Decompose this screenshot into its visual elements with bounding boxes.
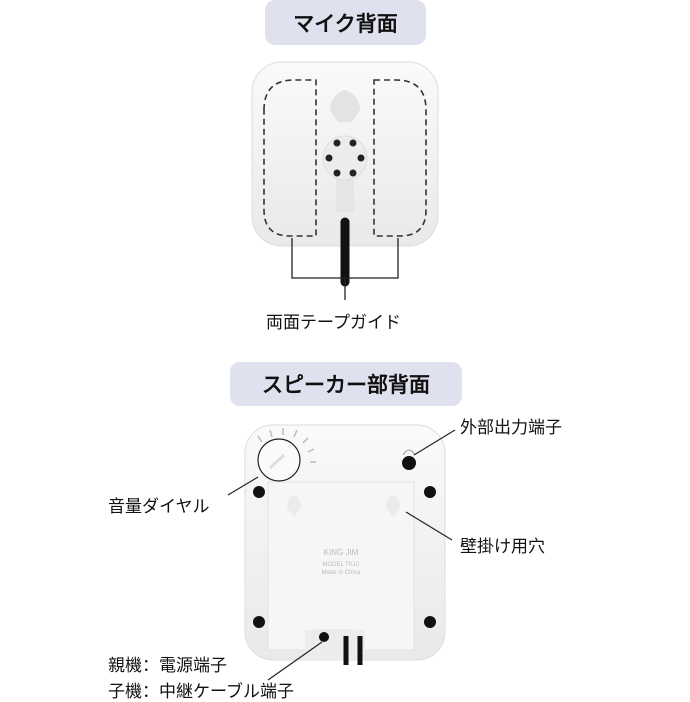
tape-guide-right: [373, 79, 427, 237]
child-cable-label: 子機：中継ケーブル端子: [108, 682, 294, 702]
parent-power-label: 親機：電源端子: [108, 656, 227, 676]
speaker-back-image: [244, 424, 446, 665]
brand-marking: KING JIM: [324, 548, 359, 557]
mic-back-image: [251, 61, 439, 300]
headphone-jack: [402, 456, 416, 470]
volume-dial-label: 音量ダイヤル: [108, 497, 210, 517]
external-output-label: 外部出力端子: [460, 418, 562, 438]
speaker-section-title: スピーカー部背面: [230, 362, 462, 406]
origin-marking: Made in China: [322, 570, 361, 576]
model-marking: MODEL TK10: [322, 562, 360, 568]
tape-guide-left: [263, 79, 317, 237]
wall-hole-label: 壁掛け用穴: [460, 537, 545, 557]
tape-guide-label: 両面テープガイド: [266, 313, 401, 333]
mic-section-title: マイク背面: [265, 0, 426, 45]
